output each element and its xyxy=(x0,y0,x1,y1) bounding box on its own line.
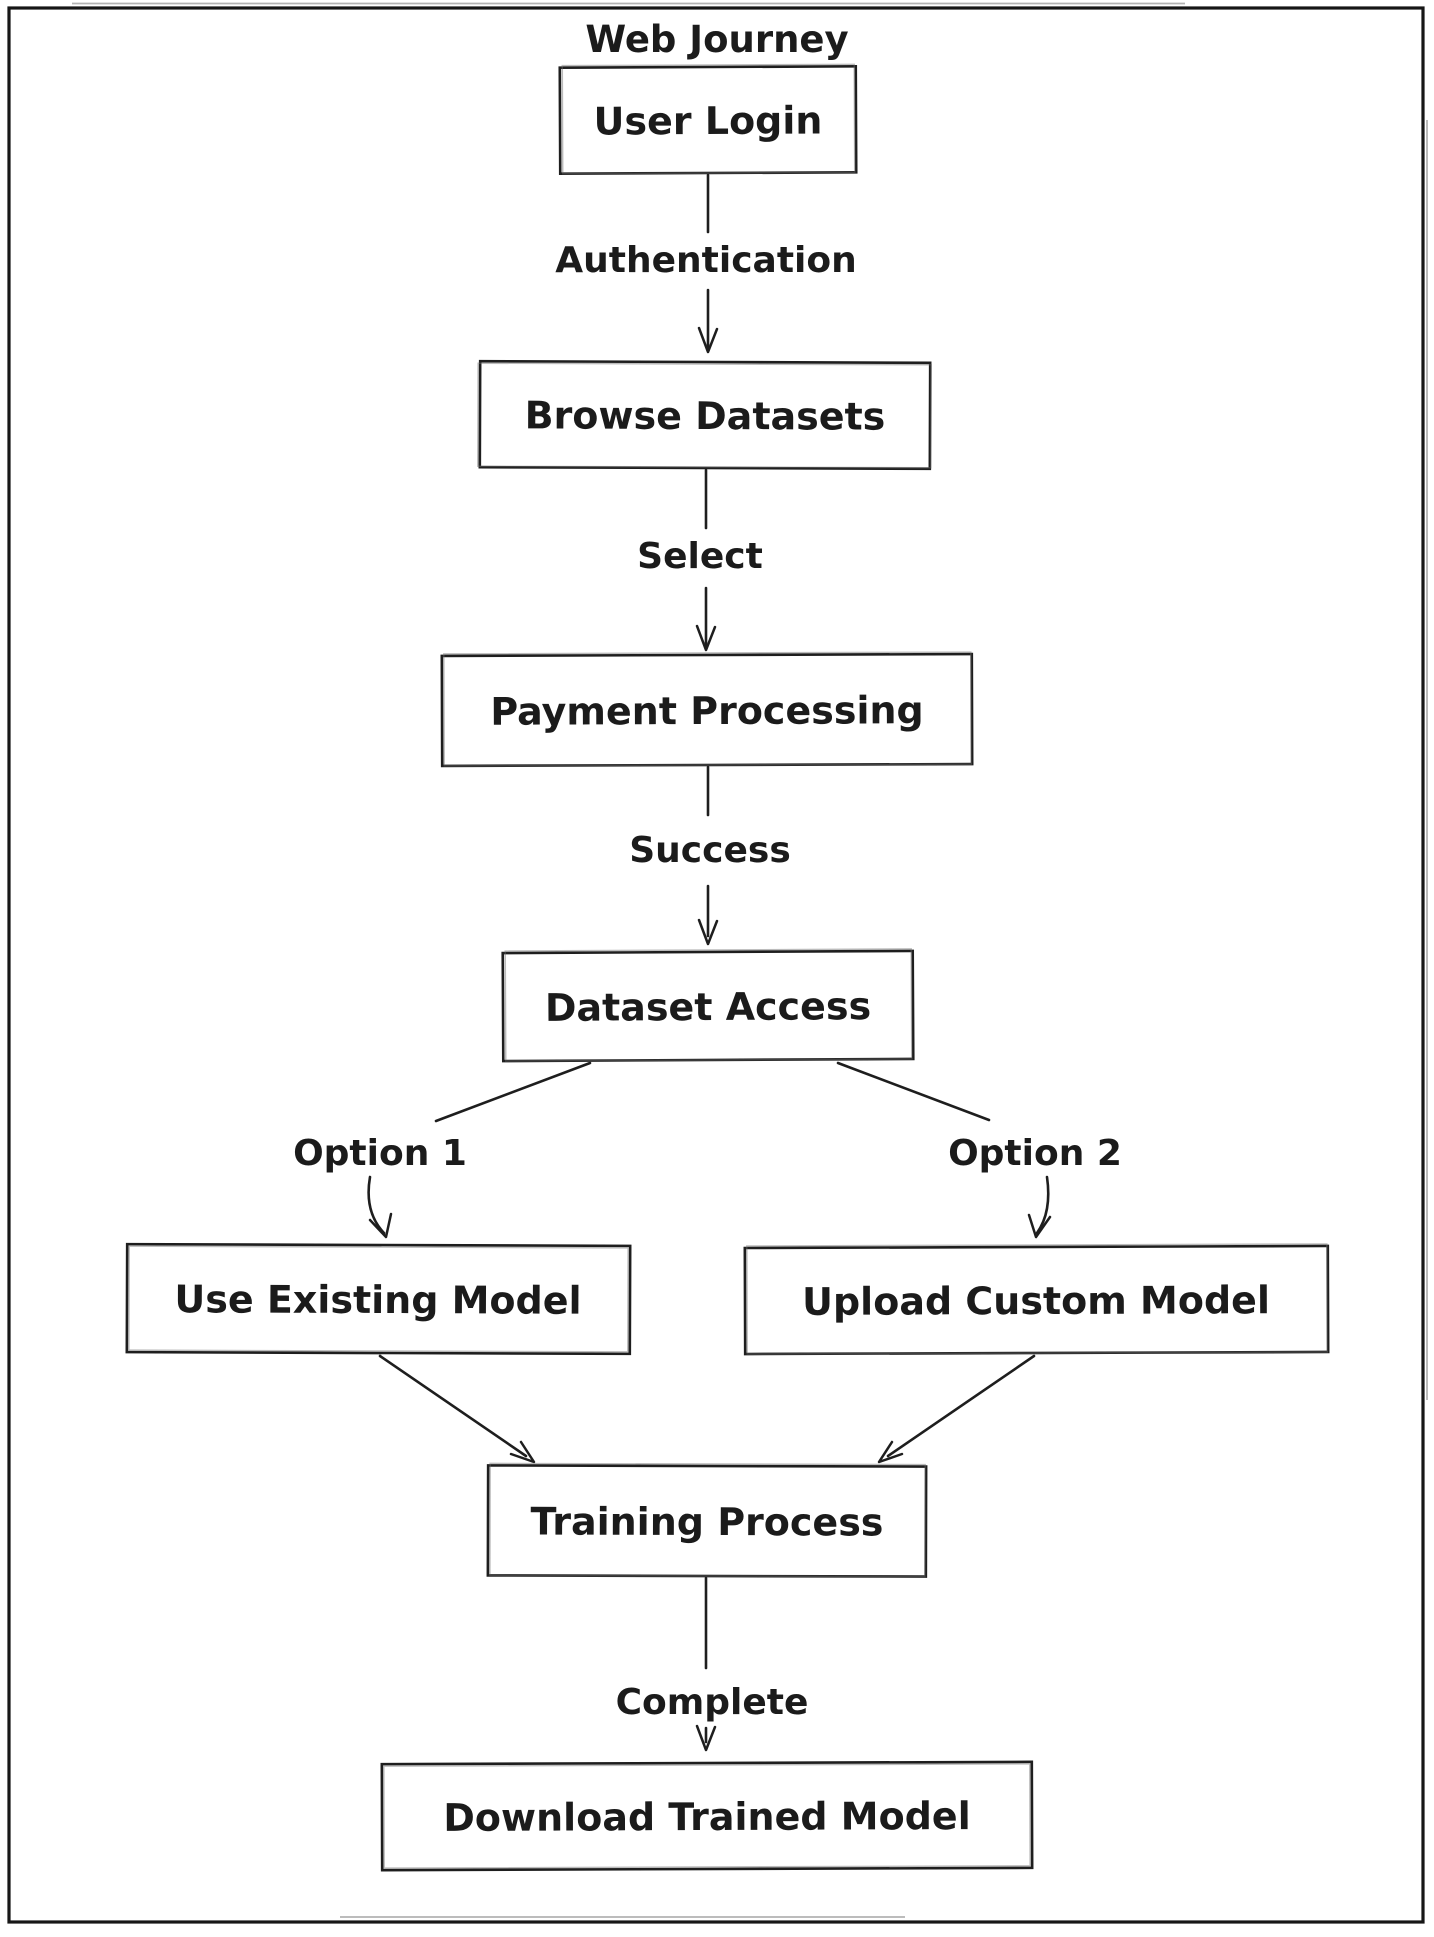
edge-label-authentication: Authentication xyxy=(555,240,856,281)
page-border xyxy=(7,2,1428,1924)
node-browse-datasets: Browse Datasets xyxy=(477,359,932,471)
node-upload-custom-model: Upload Custom Model xyxy=(743,1243,1330,1356)
diagram-title: Web Journey xyxy=(585,18,848,61)
node-user-login: User Login xyxy=(558,63,858,175)
edge-upload-to-training xyxy=(877,1354,1036,1464)
node-label-training-process: Training Process xyxy=(530,1500,883,1545)
edge-option-2: Option 2 xyxy=(836,1061,1122,1239)
node-label-browse-datasets: Browse Datasets xyxy=(525,393,886,438)
node-use-existing-model: Use Existing Model xyxy=(125,1242,632,1356)
edge-label-select: Select xyxy=(637,536,763,577)
edge-authentication: Authentication xyxy=(555,173,857,354)
node-payment-processing: Payment Processing xyxy=(440,651,974,768)
node-label-download-trained-model: Download Trained Model xyxy=(443,1794,970,1840)
edge-complete: Complete xyxy=(616,1576,809,1752)
node-label-dataset-access: Dataset Access xyxy=(545,984,871,1030)
edge-success: Success xyxy=(629,765,791,946)
node-training-process: Training Process xyxy=(486,1462,928,1578)
node-dataset-access: Dataset Access xyxy=(501,948,915,1063)
edge-select: Select xyxy=(637,468,763,652)
edge-label-success: Success xyxy=(629,830,791,871)
node-download-trained-model: Download Trained Model xyxy=(380,1760,1034,1872)
edge-label-complete: Complete xyxy=(616,1682,809,1723)
node-label-user-login: User Login xyxy=(593,99,822,144)
edge-existing-to-training xyxy=(378,1354,536,1464)
edge-label-option-2: Option 2 xyxy=(948,1133,1122,1174)
node-label-use-existing-model: Use Existing Model xyxy=(174,1277,581,1322)
edge-label-option-1: Option 1 xyxy=(293,1133,467,1174)
edge-option-1: Option 1 xyxy=(293,1061,592,1239)
node-label-payment-processing: Payment Processing xyxy=(490,688,924,734)
node-label-upload-custom-model: Upload Custom Model xyxy=(802,1278,1270,1324)
